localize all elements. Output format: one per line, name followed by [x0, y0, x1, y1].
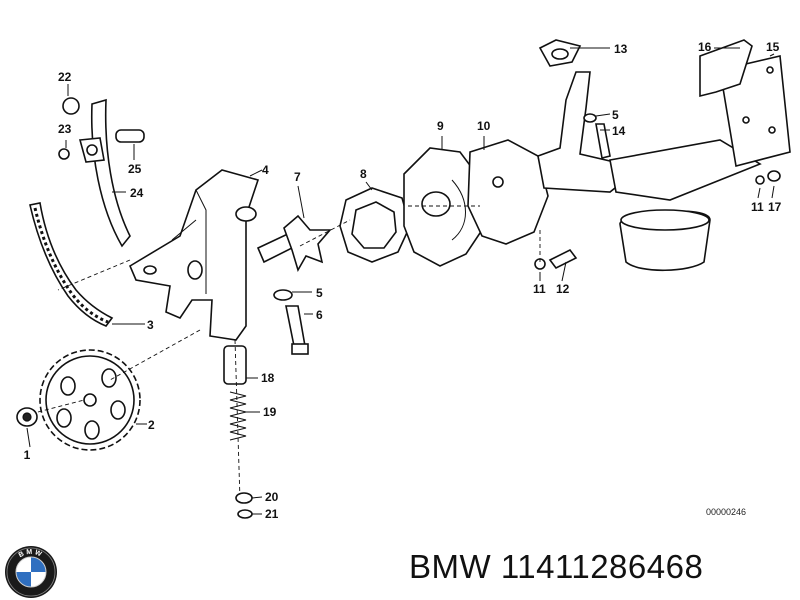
- callout-7: 7: [294, 170, 301, 184]
- circlip-small: [237, 509, 253, 519]
- callout-8: 8: [360, 167, 367, 181]
- callout-9: 9: [437, 119, 444, 133]
- brand-name: BMW: [409, 548, 492, 585]
- callout-4: 4: [262, 163, 269, 177]
- bolt-washer: [273, 289, 293, 301]
- callout-labels: 1 2 3 4 5 5 6 7 8 9 10 11 11 12 13 14 15…: [24, 40, 782, 521]
- svg-text:BMW: BMW: [18, 549, 45, 559]
- callout-5a: 5: [316, 286, 323, 300]
- logo-text: BMW: [18, 549, 43, 559]
- pump-bracket: [128, 169, 260, 341]
- mounting-bracket: [699, 39, 791, 167]
- diagram-reference-code: 00000246: [706, 507, 746, 517]
- bushing: [62, 97, 80, 115]
- callout-14: 14: [612, 124, 626, 138]
- pressure-valve-piston: [223, 345, 247, 385]
- callout-5b: 5: [612, 108, 619, 122]
- callout-24: 24: [130, 186, 144, 200]
- callout-23: 23: [58, 122, 72, 136]
- crank-sprocket: [39, 349, 141, 451]
- callout-17: 17: [768, 200, 782, 214]
- timing-chain: [29, 202, 114, 327]
- washer: [235, 492, 253, 504]
- bolt: [285, 305, 309, 355]
- bolt-12: [534, 248, 578, 270]
- bolt-14: [583, 113, 611, 159]
- callout-12: 12: [556, 282, 570, 296]
- callout-15: 15: [766, 40, 780, 54]
- guide-pin: [115, 129, 145, 143]
- pump-body: [403, 147, 483, 267]
- part-title: BMW 11411286468: [409, 548, 703, 586]
- callout-13: 13: [614, 42, 628, 56]
- pickup-pipe: [537, 39, 762, 272]
- callout-11b: 11: [751, 200, 764, 214]
- callout-11a: 11: [533, 282, 546, 296]
- pressure-spring: [229, 391, 247, 441]
- part-number: 11411286468: [500, 548, 704, 585]
- drive-shaft: [256, 214, 332, 273]
- callout-2: 2: [148, 418, 155, 432]
- callout-3: 3: [147, 318, 154, 332]
- circlip: [58, 148, 70, 160]
- leader-lines: [26, 47, 775, 515]
- callout-19: 19: [263, 405, 277, 419]
- sprocket-nut: [16, 407, 38, 427]
- bmw-logo: BMW: [5, 546, 57, 598]
- callout-18: 18: [261, 371, 275, 385]
- pump-rotor: [339, 187, 411, 263]
- callout-22: 22: [58, 70, 72, 84]
- callout-6: 6: [316, 308, 323, 322]
- callout-20: 20: [265, 490, 279, 504]
- chain-guide: [78, 98, 131, 248]
- callout-1: 1: [24, 448, 31, 462]
- pump-cover: [467, 139, 549, 245]
- callout-10: 10: [477, 119, 491, 133]
- callout-25: 25: [128, 162, 142, 176]
- callout-16: 16: [698, 40, 712, 54]
- bolt-17: [755, 170, 781, 185]
- callout-21: 21: [265, 507, 279, 521]
